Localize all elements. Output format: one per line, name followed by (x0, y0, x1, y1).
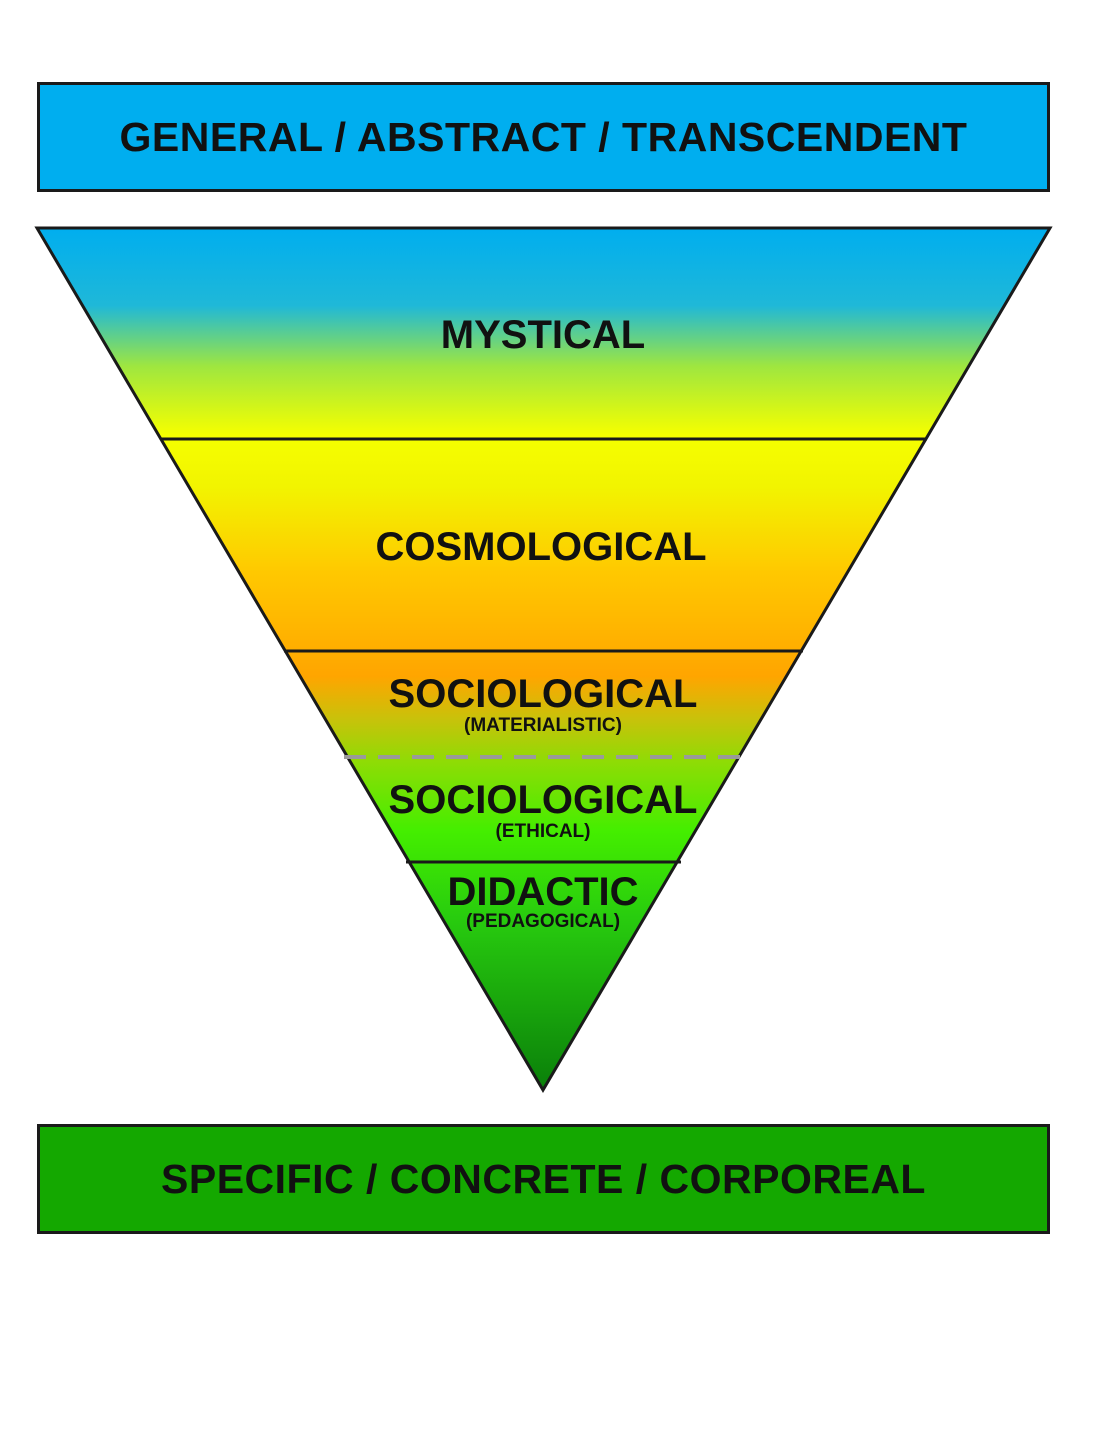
pyramid-body (34, 226, 1053, 1093)
layer-sociological-ethical-subtitle: (ETHICAL) (496, 821, 591, 842)
layer-cosmological-title: COSMOLOGICAL (375, 525, 706, 569)
layer-mystical-title: MYSTICAL (441, 313, 645, 357)
layer-didactic-subtitle: (PEDAGOGICAL) (466, 911, 620, 932)
layer-sociological-materialistic-title: SOCIOLOGICAL (389, 672, 698, 716)
general-abstract-transcendent-band: GENERAL / ABSTRACT / TRANSCENDENT (37, 82, 1050, 192)
layer-sociological-materialistic-subtitle: (MATERIALISTIC) (464, 715, 622, 736)
header-label: GENERAL / ABSTRACT / TRANSCENDENT (119, 113, 968, 160)
footer-label: SPECIFIC / CONCRETE / CORPOREAL (161, 1155, 926, 1202)
layer-sociological-ethical-title: SOCIOLOGICAL (389, 778, 698, 822)
specific-concrete-corporeal-band: SPECIFIC / CONCRETE / CORPOREAL (37, 1124, 1050, 1234)
layer-didactic-title: DIDACTIC (447, 870, 638, 914)
